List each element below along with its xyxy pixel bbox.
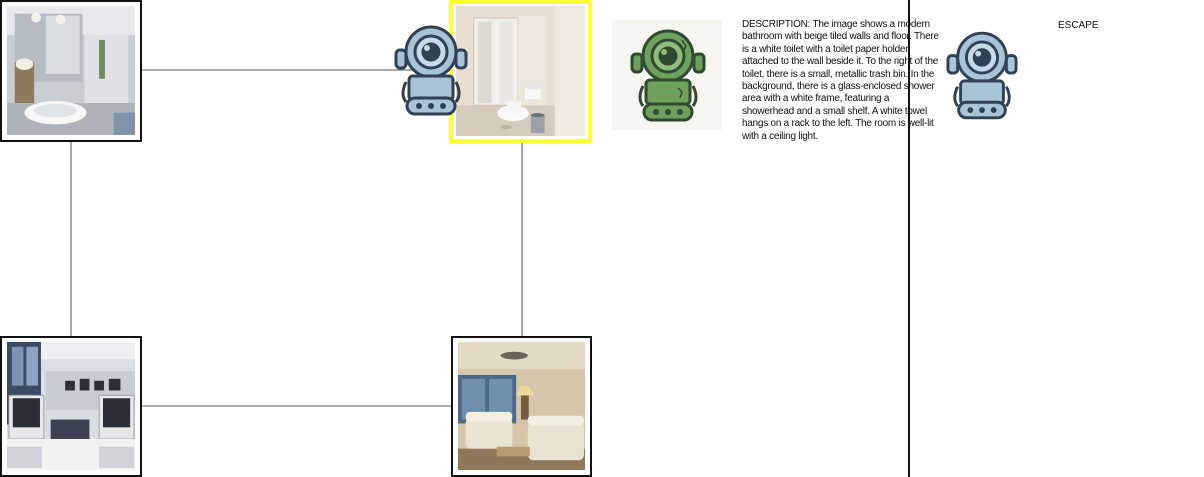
- computer-lab-photo: [7, 342, 135, 470]
- panel-divider: [908, 0, 910, 477]
- robot-icon: [394, 24, 468, 118]
- bathroom-shower-photo: [456, 6, 585, 136]
- room-tile-bathroom-shower[interactable]: [449, 0, 592, 143]
- room-description: DESCRIPTION: The image shows a modern ba…: [742, 19, 939, 142]
- escape-label: ESCAPE: [1058, 20, 1099, 31]
- room-tile-computer-lab[interactable]: [0, 336, 142, 477]
- room-tile-bathroom-vanity[interactable]: [0, 0, 142, 142]
- room-tile-living-room[interactable]: [451, 336, 592, 477]
- portrait-panel: [612, 20, 722, 130]
- escape-robot-icon: [946, 30, 1018, 122]
- bathroom-vanity-photo: [7, 6, 135, 135]
- map-connectors: [70, 69, 523, 407]
- living-room-photo: [458, 342, 585, 470]
- green-robot-icon: [630, 28, 706, 124]
